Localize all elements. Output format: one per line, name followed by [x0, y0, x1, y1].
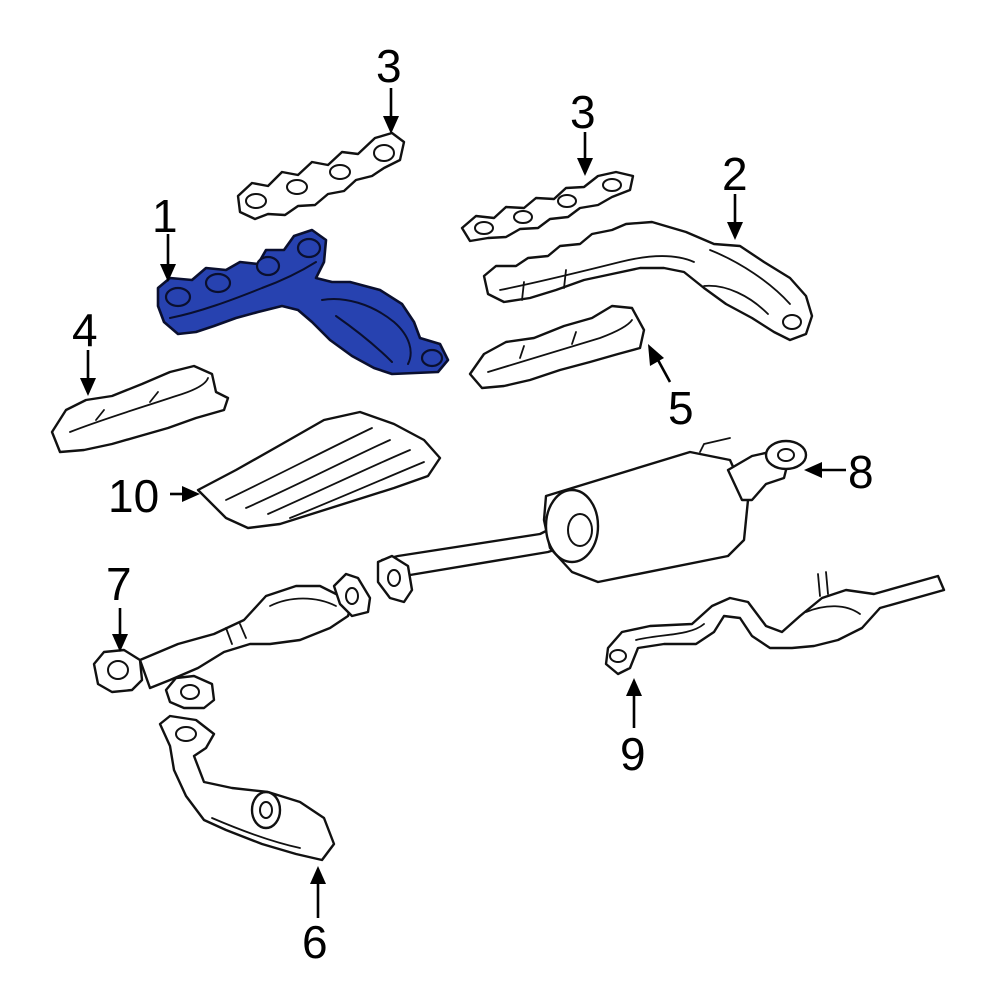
- callout-9: 9: [620, 728, 646, 780]
- callout-1: 1: [152, 190, 178, 242]
- callout-5: 5: [668, 382, 694, 434]
- part-1-exhaust-manifold-with-converter[interactable]: [156, 228, 450, 376]
- callout-3-left: 3: [376, 40, 402, 92]
- callout-10: 10: [108, 470, 159, 522]
- callout-4: 4: [72, 304, 98, 356]
- part-10-heat-shield[interactable]: [196, 410, 442, 530]
- callout-8: 8: [848, 446, 874, 498]
- part-3-right-manifold-gasket[interactable]: [460, 170, 635, 243]
- part-9-pipe-with-converter[interactable]: [604, 571, 946, 676]
- part-2-exhaust-manifold-with-converter[interactable]: [482, 220, 814, 342]
- part-4-heat-shield[interactable]: [50, 364, 230, 454]
- part-5-heat-shield[interactable]: [468, 304, 646, 390]
- callout-leaders: [80, 88, 846, 918]
- part-6-tailpipe-resonator[interactable]: [158, 714, 336, 862]
- callout-2: 2: [722, 148, 748, 200]
- callout-6: 6: [302, 916, 328, 968]
- callout-7: 7: [106, 558, 132, 610]
- part-8-muffler-assembly[interactable]: [376, 437, 808, 604]
- part-3-left-manifold-gasket[interactable]: [236, 131, 406, 221]
- callout-3-right: 3: [570, 86, 596, 138]
- part-7-front-pipe-with-converter[interactable]: [92, 572, 372, 710]
